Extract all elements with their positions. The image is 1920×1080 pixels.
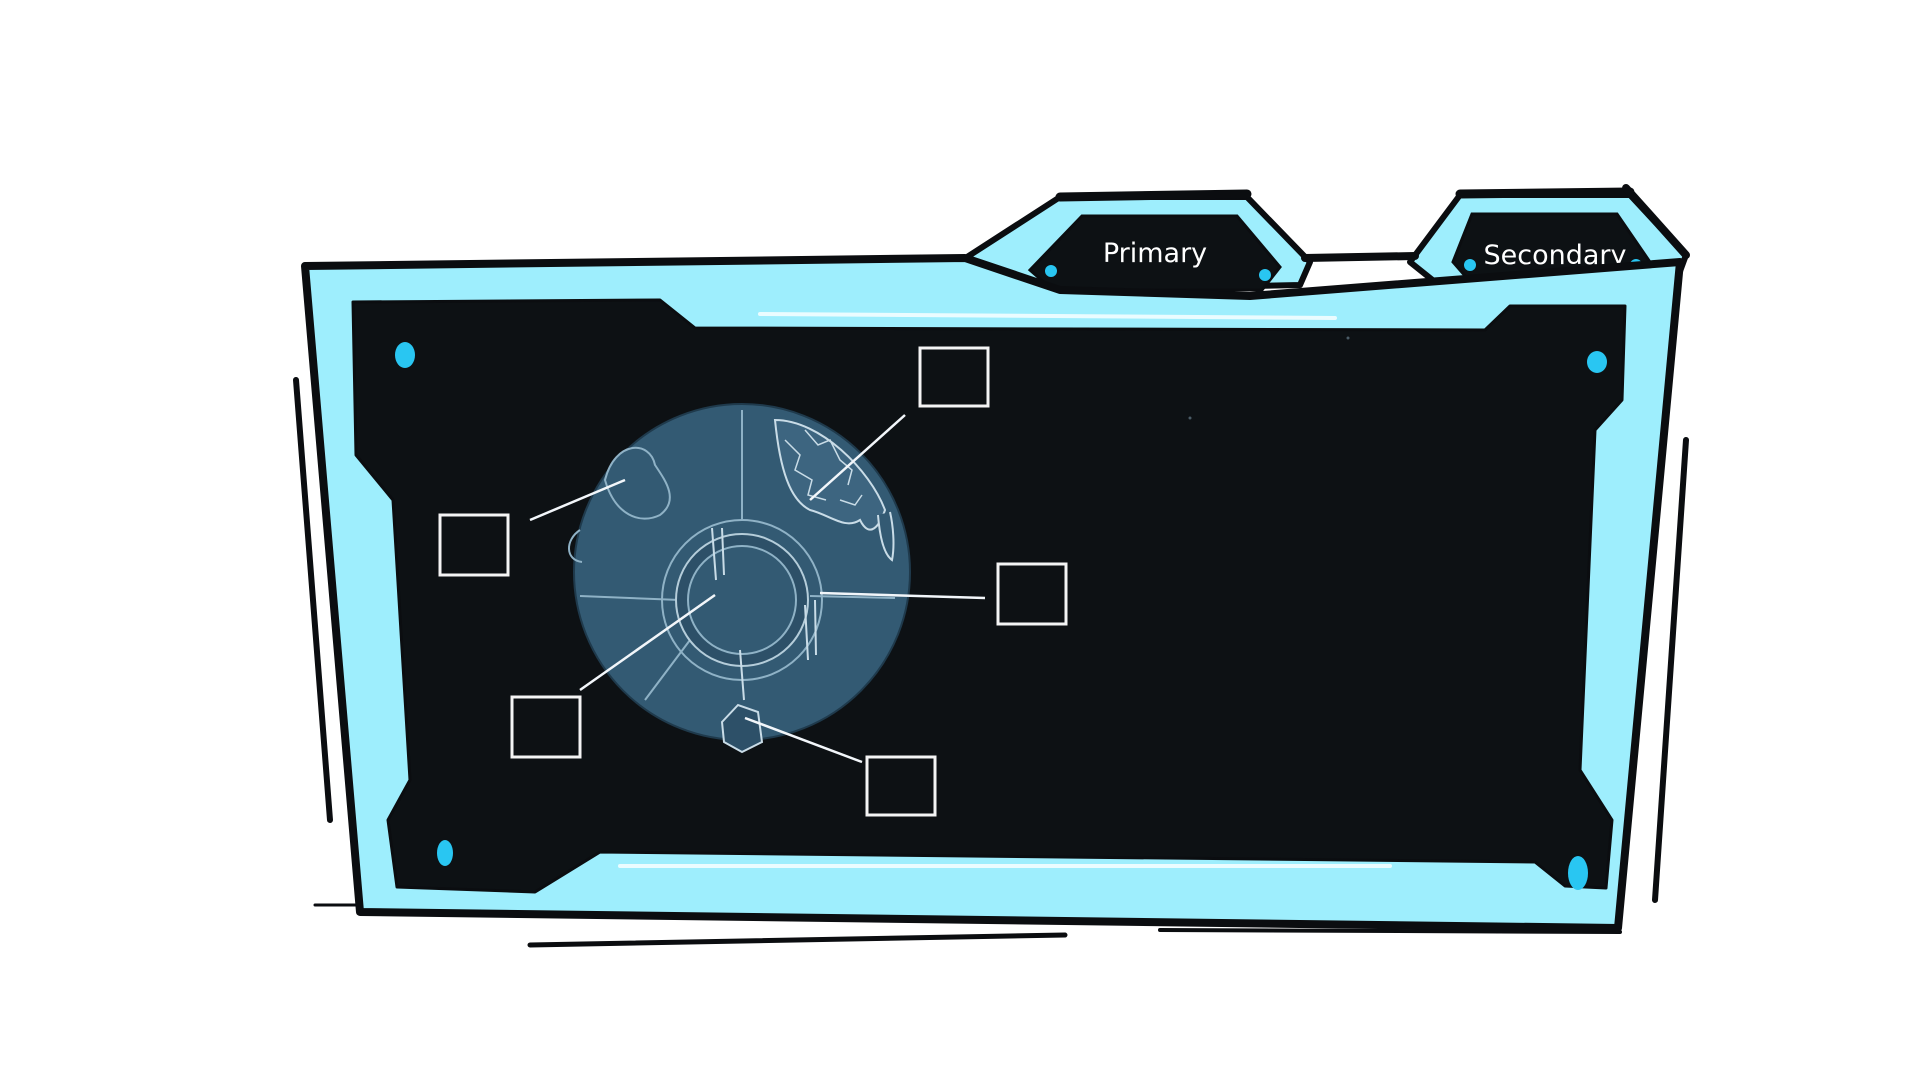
item-hub-bracket-right [804, 599, 817, 661]
corner-light-bottom-left [437, 840, 453, 866]
item-hub-bracket-bottom [739, 649, 745, 701]
leader-lines [529, 414, 986, 764]
tab-primary-plate [1027, 214, 1282, 292]
attachment-slots [438, 346, 1068, 817]
leader-bottom-left [579, 593, 716, 692]
item-crack-lines [784, 429, 863, 506]
corner-light-top-right [1587, 351, 1607, 373]
item-seam-bottom-left [644, 639, 691, 701]
item-hub-bracket-top [711, 527, 725, 581]
item-seam-left [579, 595, 681, 601]
corner-lights [395, 342, 1607, 890]
frame-highlight-top [758, 312, 1337, 320]
leader-top [809, 414, 906, 501]
tab-primary[interactable]: Primary [947, 194, 1313, 293]
screen-speck [1188, 416, 1192, 420]
leader-bottom-right [744, 716, 863, 764]
tab-primary-label: Primary [1103, 238, 1207, 269]
leader-left [529, 478, 626, 522]
leader-right [819, 591, 986, 600]
item-drip [877, 511, 895, 562]
screen-speck-2 [1346, 336, 1350, 340]
item-seam-right [809, 595, 896, 599]
attachment-slot-bottom-left[interactable] [510, 695, 582, 759]
round-mechanical-part-icon[interactable] [568, 403, 911, 754]
corner-light-bottom-right [1568, 856, 1588, 890]
tab-primary-right-dot [1259, 269, 1271, 281]
tab-primary-left-dot [1045, 265, 1057, 277]
attachment-slot-bottom-right[interactable] [865, 755, 937, 817]
item-left-notch [568, 529, 583, 563]
tab-secondary-left-dot [1464, 259, 1476, 271]
tab-top-strokes [1055, 184, 1690, 262]
corner-light-top-left [395, 342, 415, 368]
attachment-slot-right[interactable] [996, 562, 1068, 626]
item-hub-inner [687, 545, 797, 655]
attachment-slot-top[interactable] [918, 346, 990, 408]
attachment-slot-left[interactable] [438, 513, 510, 577]
item-bottom-connector [720, 703, 764, 754]
item-left-lug [603, 446, 671, 520]
